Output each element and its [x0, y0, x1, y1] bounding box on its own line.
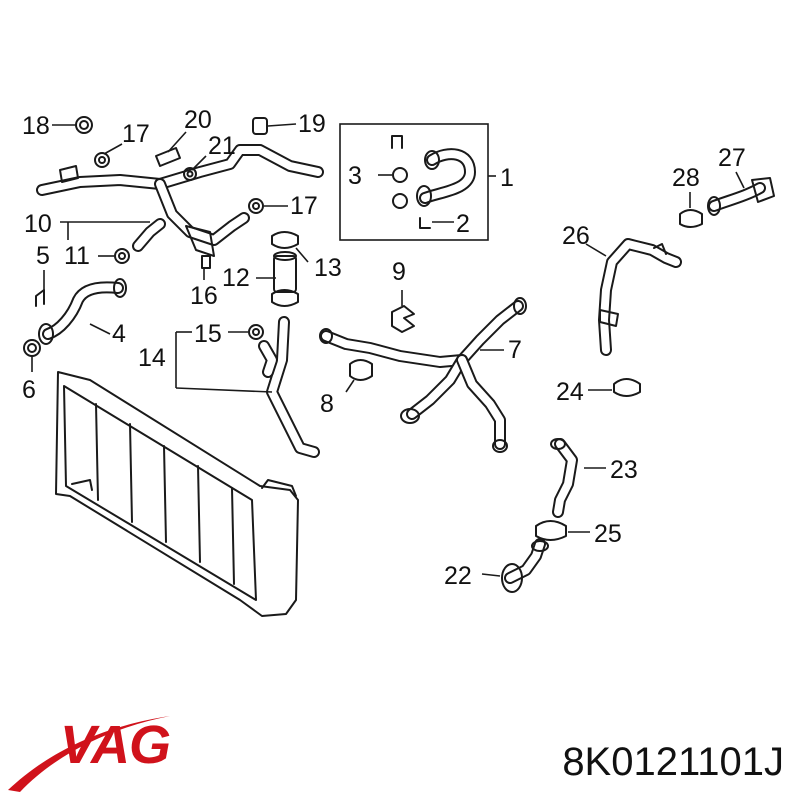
coolant-pipe-upper: [36, 144, 324, 269]
callout-16: 16: [190, 282, 218, 310]
callout-9: 9: [392, 258, 406, 286]
elbow-22: [501, 538, 549, 593]
callout-4: 4: [112, 320, 126, 348]
callout-15: 15: [194, 320, 222, 348]
hose-7-assembly: [319, 297, 527, 453]
callout-17-lower: 17: [290, 192, 318, 220]
callout-28: 28: [672, 164, 700, 192]
clamps-8-9: [349, 305, 415, 381]
callout-22: 22: [444, 562, 472, 590]
callout-7: 7: [508, 336, 522, 364]
callout-8: 8: [320, 390, 334, 418]
callout-23: 23: [610, 456, 638, 484]
callout-14: 14: [138, 344, 166, 372]
callout-labels: 18 17 20 21 19 17 10 11 5 6 4 12 13 16 1…: [22, 106, 746, 590]
hose-12-clamps-13: [271, 231, 299, 307]
callout-21: 21: [208, 132, 236, 160]
hose-23: [550, 438, 578, 518]
pipe-14-ring-15: [248, 316, 320, 458]
callout-6: 6: [22, 376, 36, 404]
callout-20: 20: [184, 106, 212, 134]
callout-5: 5: [36, 242, 50, 270]
callout-24: 24: [556, 378, 584, 406]
brand-logo: VAG: [60, 715, 171, 775]
callout-19: 19: [298, 110, 326, 138]
callout-10: 10: [24, 210, 52, 238]
clamp-25: [535, 520, 567, 541]
callout-11: 11: [64, 242, 90, 270]
leader-lines: [31, 123, 745, 577]
callout-17-upper: 17: [122, 120, 150, 148]
hose-kit-part: [391, 135, 476, 229]
callout-3: 3: [348, 162, 362, 190]
hose-4-clip-5-ring-6: [23, 278, 127, 357]
callout-13: 13: [314, 254, 342, 282]
clamp-24: [613, 378, 641, 397]
part-number: 8K0121101J: [562, 740, 784, 784]
radiator: [55, 371, 299, 617]
pipe-26: [598, 238, 682, 356]
callout-1: 1: [500, 164, 514, 192]
callout-25: 25: [594, 520, 622, 548]
small-fittings-top: [75, 116, 268, 264]
callout-26: 26: [562, 222, 590, 250]
callout-27: 27: [718, 144, 746, 172]
brand-swoosh: [8, 716, 170, 792]
callout-18: 18: [22, 112, 50, 140]
hose-27-clamp-28: [679, 177, 775, 228]
callout-2: 2: [456, 210, 470, 238]
callout-12: 12: [222, 264, 250, 292]
kit-box-1: [339, 123, 489, 241]
